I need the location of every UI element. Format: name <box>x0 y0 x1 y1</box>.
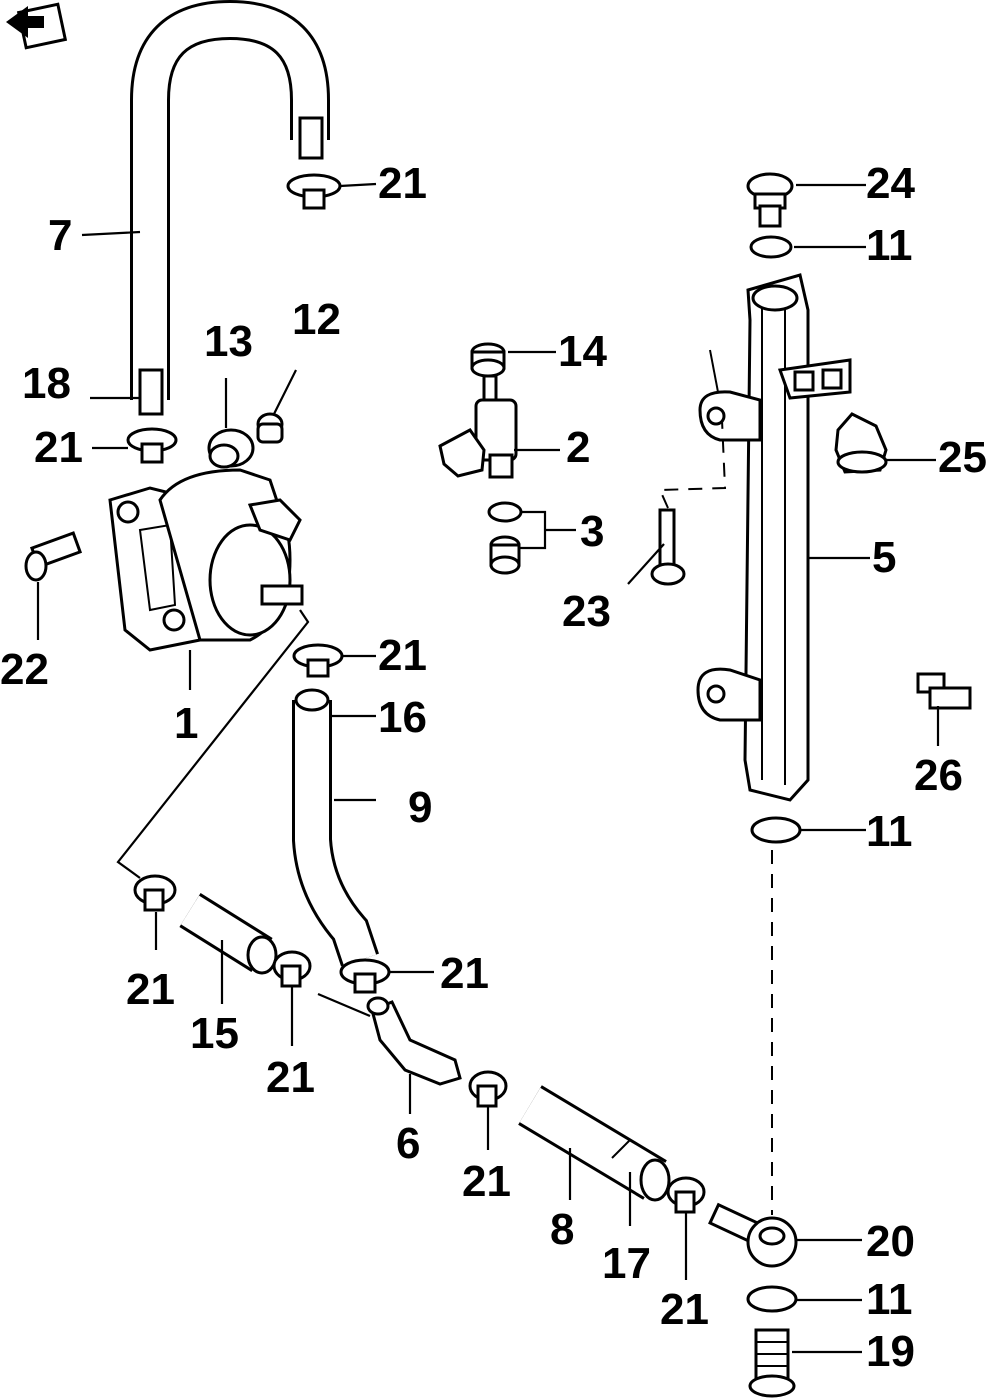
label-21e: 21 <box>266 1053 315 1102</box>
clip-26 <box>916 672 972 710</box>
clamp-21-f <box>339 958 391 994</box>
hose-15 <box>179 893 278 975</box>
front-arrow-icon <box>6 2 68 50</box>
label-9: 9 <box>408 783 432 832</box>
label-21d: 21 <box>126 965 175 1014</box>
label-18: 18 <box>22 359 71 408</box>
label-6: 6 <box>396 1119 420 1168</box>
hose-8 <box>518 1085 671 1202</box>
cap-14 <box>470 342 506 378</box>
washer-11-mid <box>750 816 802 844</box>
clamp-21-e <box>272 950 312 988</box>
label-20: 20 <box>866 1217 915 1266</box>
clamp-21-b <box>126 427 178 464</box>
clamp-21-g <box>468 1070 508 1108</box>
label-21g: 21 <box>462 1157 511 1206</box>
label-16: 16 <box>378 693 427 742</box>
fuel-rail-5 <box>696 273 852 802</box>
bolt-19 <box>748 1328 796 1398</box>
label-2: 2 <box>566 423 590 472</box>
label-1: 1 <box>174 699 198 748</box>
cap-24 <box>746 172 794 228</box>
label-5: 5 <box>872 533 896 582</box>
label-21c: 21 <box>378 631 427 680</box>
label-17: 17 <box>602 1239 651 1288</box>
label-3: 3 <box>580 507 604 556</box>
bolt-23 <box>650 508 686 586</box>
label-7: 7 <box>48 211 72 260</box>
grommet-13 <box>207 428 255 469</box>
plug-12 <box>256 412 284 444</box>
union-20 <box>708 1202 798 1268</box>
washer-11-bottom <box>746 1285 798 1313</box>
joint-6 <box>366 996 462 1086</box>
clamp-21-c <box>292 643 344 678</box>
label-23: 23 <box>562 587 611 636</box>
label-12: 12 <box>292 295 341 344</box>
label-19: 19 <box>866 1327 915 1376</box>
injector-2 <box>438 374 518 479</box>
guide-line-pump <box>116 609 310 879</box>
label-11c: 11 <box>866 1275 913 1324</box>
label-21f: 21 <box>440 949 489 998</box>
label-11a: 11 <box>866 221 913 270</box>
label-22: 22 <box>0 645 49 694</box>
ring-16 <box>294 688 330 712</box>
label-15: 15 <box>190 1009 239 1058</box>
hose-7 <box>130 0 330 416</box>
fuel-pump-1 <box>108 468 304 652</box>
label-21h: 21 <box>660 1285 709 1334</box>
seal-ring-3 <box>487 501 523 575</box>
label-14: 14 <box>558 327 607 376</box>
label-25: 25 <box>938 433 987 482</box>
clamp-21-h <box>666 1176 706 1214</box>
clamp-21-d <box>133 874 177 912</box>
label-24: 24 <box>866 159 915 208</box>
washer-11-top <box>749 235 793 259</box>
label-21b: 21 <box>34 423 83 472</box>
bolt-22 <box>24 531 83 582</box>
leader-lines <box>36 182 940 1354</box>
label-8: 8 <box>550 1205 574 1254</box>
label-11b: 11 <box>866 807 913 856</box>
hose-9 <box>292 688 379 967</box>
label-26: 26 <box>914 751 963 800</box>
label-21a: 21 <box>378 159 427 208</box>
guide-line-joint <box>317 992 371 1018</box>
label-13: 13 <box>204 317 253 366</box>
guide-line-bolt <box>658 419 727 509</box>
clamp-21-a <box>286 173 342 210</box>
clip-25 <box>834 412 888 474</box>
